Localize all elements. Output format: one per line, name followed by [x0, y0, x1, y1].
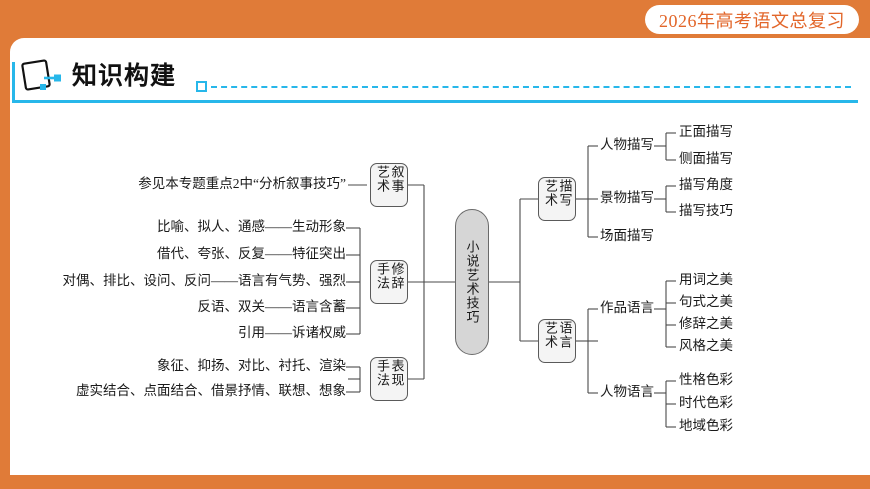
- leaf-description-angle: 描写角度: [679, 177, 733, 192]
- node-scenery-description: 景物描写: [600, 190, 654, 205]
- leaf-personality-color: 性格色彩: [679, 372, 733, 387]
- leaf-rhetoric-4: 反语、双关——语言含蓄: [197, 299, 347, 314]
- leaf-era-color: 时代色彩: [679, 395, 733, 410]
- node-scene-description: 场面描写: [600, 228, 654, 243]
- dashed-divider: [211, 86, 851, 88]
- leaf-rhetoric-5: 引用——诉诸权威: [238, 325, 346, 340]
- category-box-language-art[interactable]: 语言艺术: [538, 319, 576, 363]
- category-box-description-art-line1: 描写艺术: [543, 179, 573, 207]
- leaf-rhetoric-1: 比喻、拟人、通感——生动形象: [157, 219, 346, 234]
- node-character-description: 人物描写: [600, 137, 654, 152]
- leaf-region-color: 地域色彩: [679, 418, 733, 433]
- bottom-frame-bar: [0, 475, 870, 489]
- category-box-expression[interactable]: 表现手法: [370, 357, 408, 401]
- category-box-rhetoric-line1: 修辞手法: [375, 262, 405, 290]
- content-panel: [10, 38, 870, 475]
- course-badge: 2026年高考语文总复习: [645, 5, 859, 34]
- node-character-language: 人物语言: [600, 384, 654, 399]
- category-box-language-art-line1: 语言艺术: [543, 321, 573, 349]
- leaf-word-beauty: 用词之美: [679, 272, 733, 287]
- category-box-expression-line1: 表现手法: [375, 359, 405, 387]
- leaf-rhetoric-2: 借代、夸张、反复——特征突出: [157, 246, 346, 261]
- title-underline: [12, 100, 858, 103]
- mindmap-center-node: 小说艺术技巧: [455, 209, 489, 355]
- leaf-front-description: 正面描写: [679, 124, 733, 139]
- leaf-side-description: 侧面描写: [679, 151, 733, 166]
- leaf-expression-1: 象征、抑扬、对比、衬托、渲染: [157, 358, 346, 373]
- category-box-rhetoric[interactable]: 修辞手法: [370, 260, 408, 304]
- leaf-expression-2: 虚实结合、点面结合、借景抒情、联想、想象: [76, 383, 346, 398]
- category-box-narrative[interactable]: 叙事艺术: [370, 163, 408, 207]
- dash-marker-icon: [196, 81, 207, 92]
- category-box-narrative-line1: 叙事艺术: [375, 165, 405, 193]
- section-title-row: 知识构建: [0, 50, 860, 102]
- node-work-language: 作品语言: [600, 300, 654, 315]
- leaf-description-technique: 描写技巧: [679, 203, 733, 218]
- category-box-description-art[interactable]: 描写艺术: [538, 177, 576, 221]
- leaf-style-beauty: 风格之美: [679, 338, 733, 353]
- leaf-rhetoric-3: 对偶、排比、设问、反问——语言有气势、强烈: [62, 273, 347, 288]
- title-accent-bar: [12, 62, 15, 103]
- leaf-sentence-beauty: 句式之美: [679, 294, 733, 309]
- leaf-rhetoric-beauty: 修辞之美: [679, 316, 733, 331]
- note-pencil-icon: [18, 58, 64, 101]
- leaf-narrative-1: 参见本专题重点2中“分析叙事技巧”: [138, 176, 346, 191]
- page-title: 知识构建: [72, 61, 177, 90]
